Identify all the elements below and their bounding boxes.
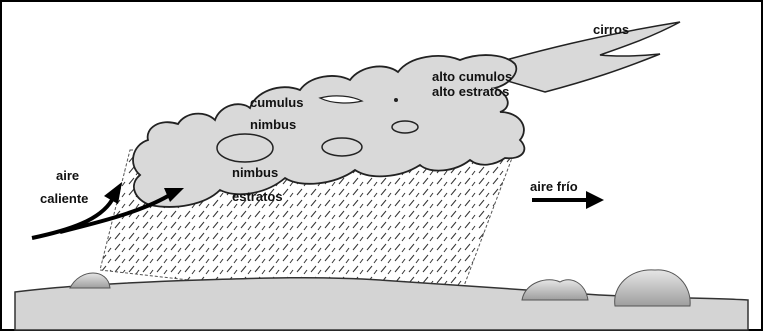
label-nimbus-estratos-2: estratos xyxy=(232,189,283,204)
label-alto-cumulos: alto cumulos xyxy=(432,69,512,84)
label-nimbus-estratos-1: nimbus xyxy=(232,165,278,180)
label-alto-estratos: alto estratos xyxy=(432,84,509,99)
cloud-speck xyxy=(394,98,398,102)
label-aire-caliente-1: aire xyxy=(56,168,79,183)
label-aire-frio: aire frío xyxy=(530,179,578,194)
label-cumulus: cumulus xyxy=(250,95,303,110)
label-nimbus: nimbus xyxy=(250,117,296,132)
label-aire-caliente-2: caliente xyxy=(40,191,88,206)
label-cirros: cirros xyxy=(593,22,629,37)
